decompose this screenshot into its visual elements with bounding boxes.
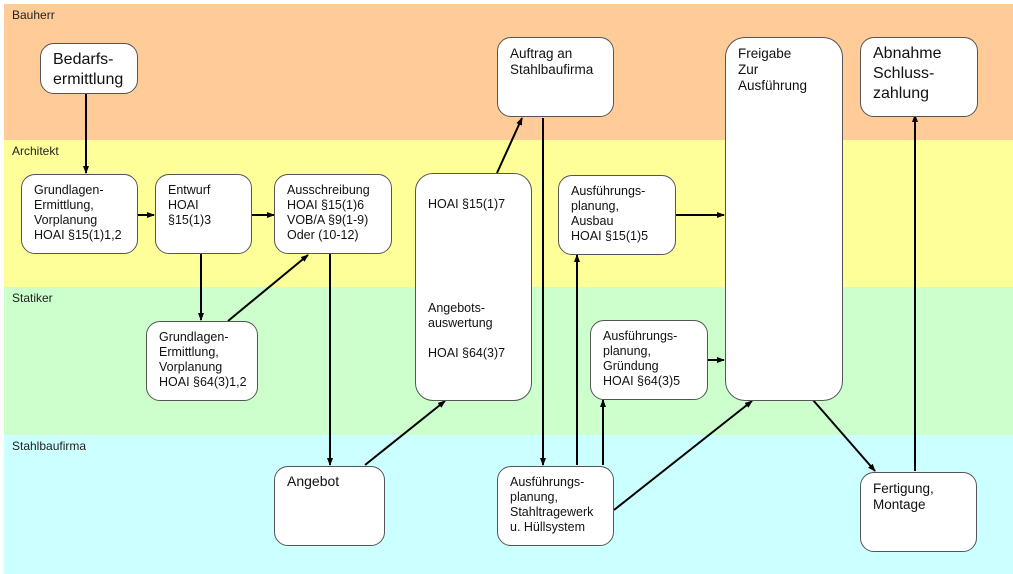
node-grundlagen-statiker: Grundlagen- Ermittlung, Vorplanung HOAI … [146, 321, 258, 401]
angebotsauswertung-hoai-64: HOAI §64(3)7 [428, 346, 506, 360]
angebotsauswertung-hoai-15: HOAI §15(1)7 [428, 197, 506, 211]
node-ausschreibung: Ausschreibung HOAI §15(1)6 VOB/A §9(1-9)… [274, 174, 392, 254]
node-angebotsauswertung: HOAI §15(1)7 Angebots- auswertung HOAI §… [415, 173, 532, 401]
node-auftrag-an-stahlbaufirma: Auftrag an Stahlbaufirma [497, 37, 614, 117]
node-grundlagen-architekt: Grundlagen- Ermittlung, Vorplanung HOAI … [21, 174, 138, 254]
node-entwurf: Entwurf HOAI §15(1)3 [155, 174, 252, 254]
lane-label-bauherr: Bauherr [12, 8, 55, 22]
node-ausfuehrungsplanung-stahltragewerk: Ausführungs- planung, Stahltragewerk u. … [497, 466, 614, 546]
lane-label-statiker: Statiker [12, 291, 53, 305]
lane-label-stahlbaufirma: Stahlbaufirma [12, 439, 87, 453]
node-bedarfsermittlung: Bedarfs- ermittlung [40, 43, 138, 94]
node-angebot: Angebot [274, 466, 385, 546]
node-freigabe-zur-ausfuehrung: Freigabe Zur Ausführung [725, 37, 843, 401]
angebotsauswertung-label: Angebots- auswertung [428, 301, 493, 330]
node-ausfuehrungsplanung-gruendung: Ausführungs- planung, Gründung HOAI §64(… [590, 320, 708, 400]
node-fertigung-montage: Fertigung, Montage [860, 472, 977, 552]
node-ausfuehrungsplanung-ausbau: Ausführungs- planung, Ausbau HOAI §15(1)… [558, 175, 676, 255]
lane-label-architekt: Architekt [12, 144, 59, 158]
node-abnahme-schlusszahlung: Abnahme Schluss- zahlung [860, 37, 978, 117]
